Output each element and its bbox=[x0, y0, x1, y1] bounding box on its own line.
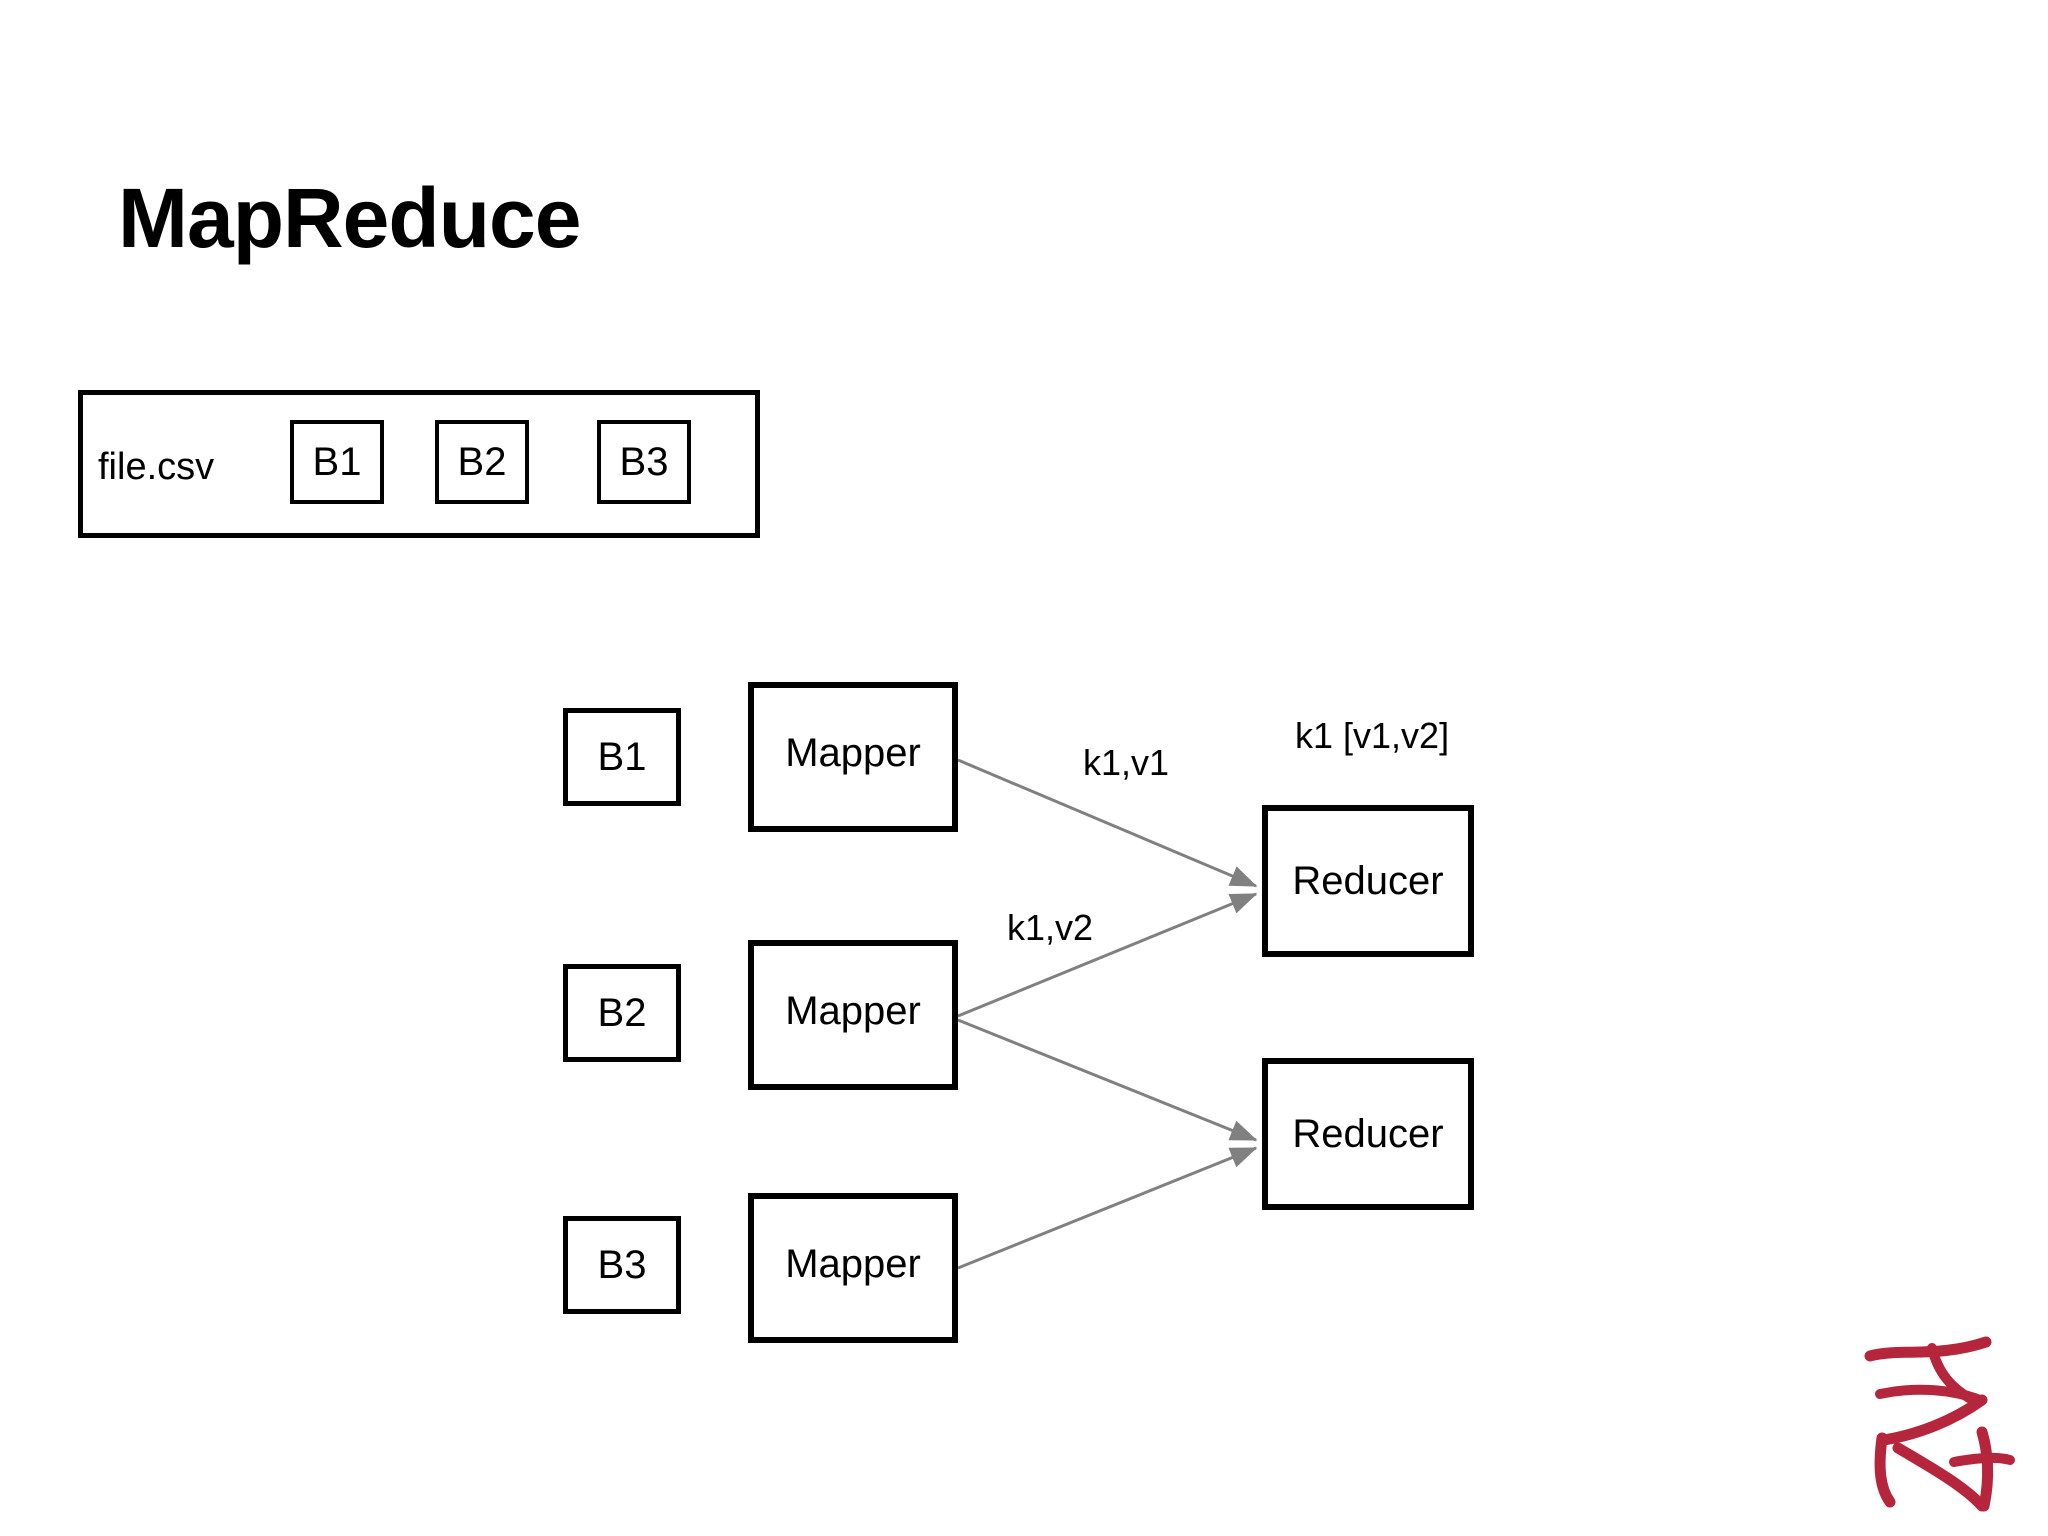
reducer-node-2: Reducer bbox=[1262, 1058, 1474, 1210]
input-block-label: B2 bbox=[597, 991, 647, 1035]
handwritten-signature-icon bbox=[1864, 1336, 2015, 1512]
mapper-node-2: Mapper bbox=[748, 940, 958, 1090]
file-block-label: B3 bbox=[619, 440, 669, 484]
reducer-label: Reducer bbox=[1292, 859, 1444, 903]
mapper-node-3: Mapper bbox=[748, 1193, 958, 1343]
file-name-label: file.csv bbox=[98, 446, 215, 488]
mapper-node-1: Mapper bbox=[748, 682, 958, 832]
mapper-label: Mapper bbox=[785, 731, 921, 775]
edge-mapper1-to-reducer0 bbox=[957, 892, 1258, 1018]
edge-mapper1-to-reducer1 bbox=[957, 1018, 1258, 1142]
file-block-label: B2 bbox=[457, 440, 507, 484]
input-block-label: B3 bbox=[597, 1243, 647, 1287]
pipeline-input-block-b2: B2 bbox=[563, 964, 681, 1062]
input-block-label: B1 bbox=[597, 735, 647, 779]
pipeline-input-block-b1: B1 bbox=[563, 708, 681, 806]
pipeline-input-block-b3: B3 bbox=[563, 1216, 681, 1314]
reducer-label: Reducer bbox=[1292, 1112, 1444, 1156]
file-block-label: B1 bbox=[312, 440, 362, 484]
page-title: MapReduce bbox=[118, 171, 581, 265]
group-label-k1-v1v2: k1 [v1,v2] bbox=[1295, 715, 1450, 756]
edge-mapper2-to-reducer1 bbox=[957, 1146, 1258, 1270]
mapper-label: Mapper bbox=[785, 1242, 921, 1286]
file-block-b2: B2 bbox=[435, 420, 529, 504]
edge-label-k1v2: k1,v2 bbox=[1007, 907, 1094, 948]
edge-label-k1v1: k1,v1 bbox=[1083, 742, 1170, 783]
file-block-b3: B3 bbox=[597, 420, 691, 504]
reducer-node-1: Reducer bbox=[1262, 805, 1474, 957]
file-block-b1: B1 bbox=[290, 420, 384, 504]
mapper-label: Mapper bbox=[785, 989, 921, 1033]
